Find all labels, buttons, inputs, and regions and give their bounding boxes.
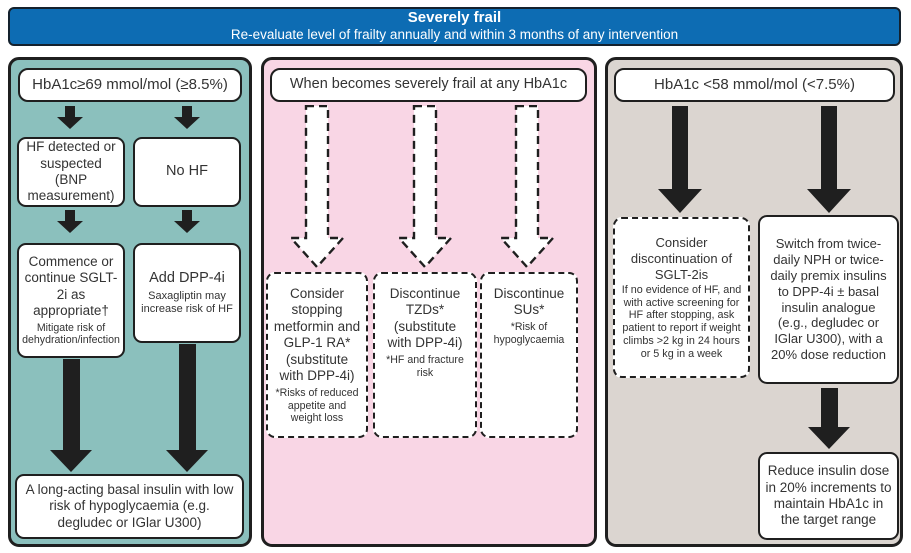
down-arrow-icon xyxy=(658,106,702,213)
panel-hba1c-low: HbA1c <58 mmol/mol (<7.5%) Consider disc… xyxy=(605,57,903,547)
any-hba1c-header: When becomes severely frail at any HbA1c xyxy=(270,68,587,102)
dashed-down-arrow-icon xyxy=(288,105,346,269)
dashed-down-arrow-icon xyxy=(498,105,556,269)
banner-title: Severely frail xyxy=(407,9,502,27)
basal-insulin-box: A long-acting basal insulin with low ris… xyxy=(15,474,244,539)
down-arrow-icon xyxy=(174,106,200,129)
down-arrow-icon xyxy=(57,210,83,233)
banner-subtitle: Re-evaluate level of frailty annually an… xyxy=(230,27,679,43)
panel-hba1c-high: HbA1c≥69 mmol/mol (≥8.5%) HF detected or… xyxy=(8,57,252,547)
discontinue-sus-box: Discontinue SUs* *Risk of hypoglycaemia xyxy=(480,272,578,438)
panel-any-hba1c: When becomes severely frail at any HbA1c… xyxy=(261,57,597,547)
down-arrow-icon xyxy=(808,388,850,449)
discontinue-sglt2is-box: Consider discontinuation of SGLT-2is If … xyxy=(613,217,750,378)
down-arrow-icon xyxy=(50,359,92,472)
discontinue-tzds-box: Discontinue TZDs* (substitute with DPP-4… xyxy=(373,272,477,438)
stop-metformin-glp1-box: Consider stopping metformin and GLP-1 RA… xyxy=(266,272,368,438)
hf-detected-box: HF detected or suspected (BNP measuremen… xyxy=(17,137,125,207)
switch-insulin-box: Switch from twice-daily NPH or twice-dai… xyxy=(758,215,899,384)
down-arrow-icon xyxy=(57,106,83,129)
banner: Severely frail Re-evaluate level of frai… xyxy=(8,7,901,46)
reduce-insulin-box: Reduce insulin dose in 20% increments to… xyxy=(758,452,899,540)
dashed-down-arrow-icon xyxy=(396,105,454,269)
dpp4i-box: Add DPP-4i Saxagliptin may increase risk… xyxy=(133,243,241,343)
dashed-down-arrows xyxy=(288,105,556,269)
down-arrow-icon xyxy=(807,106,851,213)
down-arrow-icon xyxy=(166,344,208,472)
no-hf-box: No HF xyxy=(133,137,241,207)
down-arrow-icon xyxy=(174,210,200,233)
hba1c-low-header: HbA1c <58 mmol/mol (<7.5%) xyxy=(614,68,895,102)
hba1c-high-header: HbA1c≥69 mmol/mol (≥8.5%) xyxy=(18,68,242,102)
sglt2i-box: Commence or continue SGLT-2i as appropri… xyxy=(17,243,125,358)
